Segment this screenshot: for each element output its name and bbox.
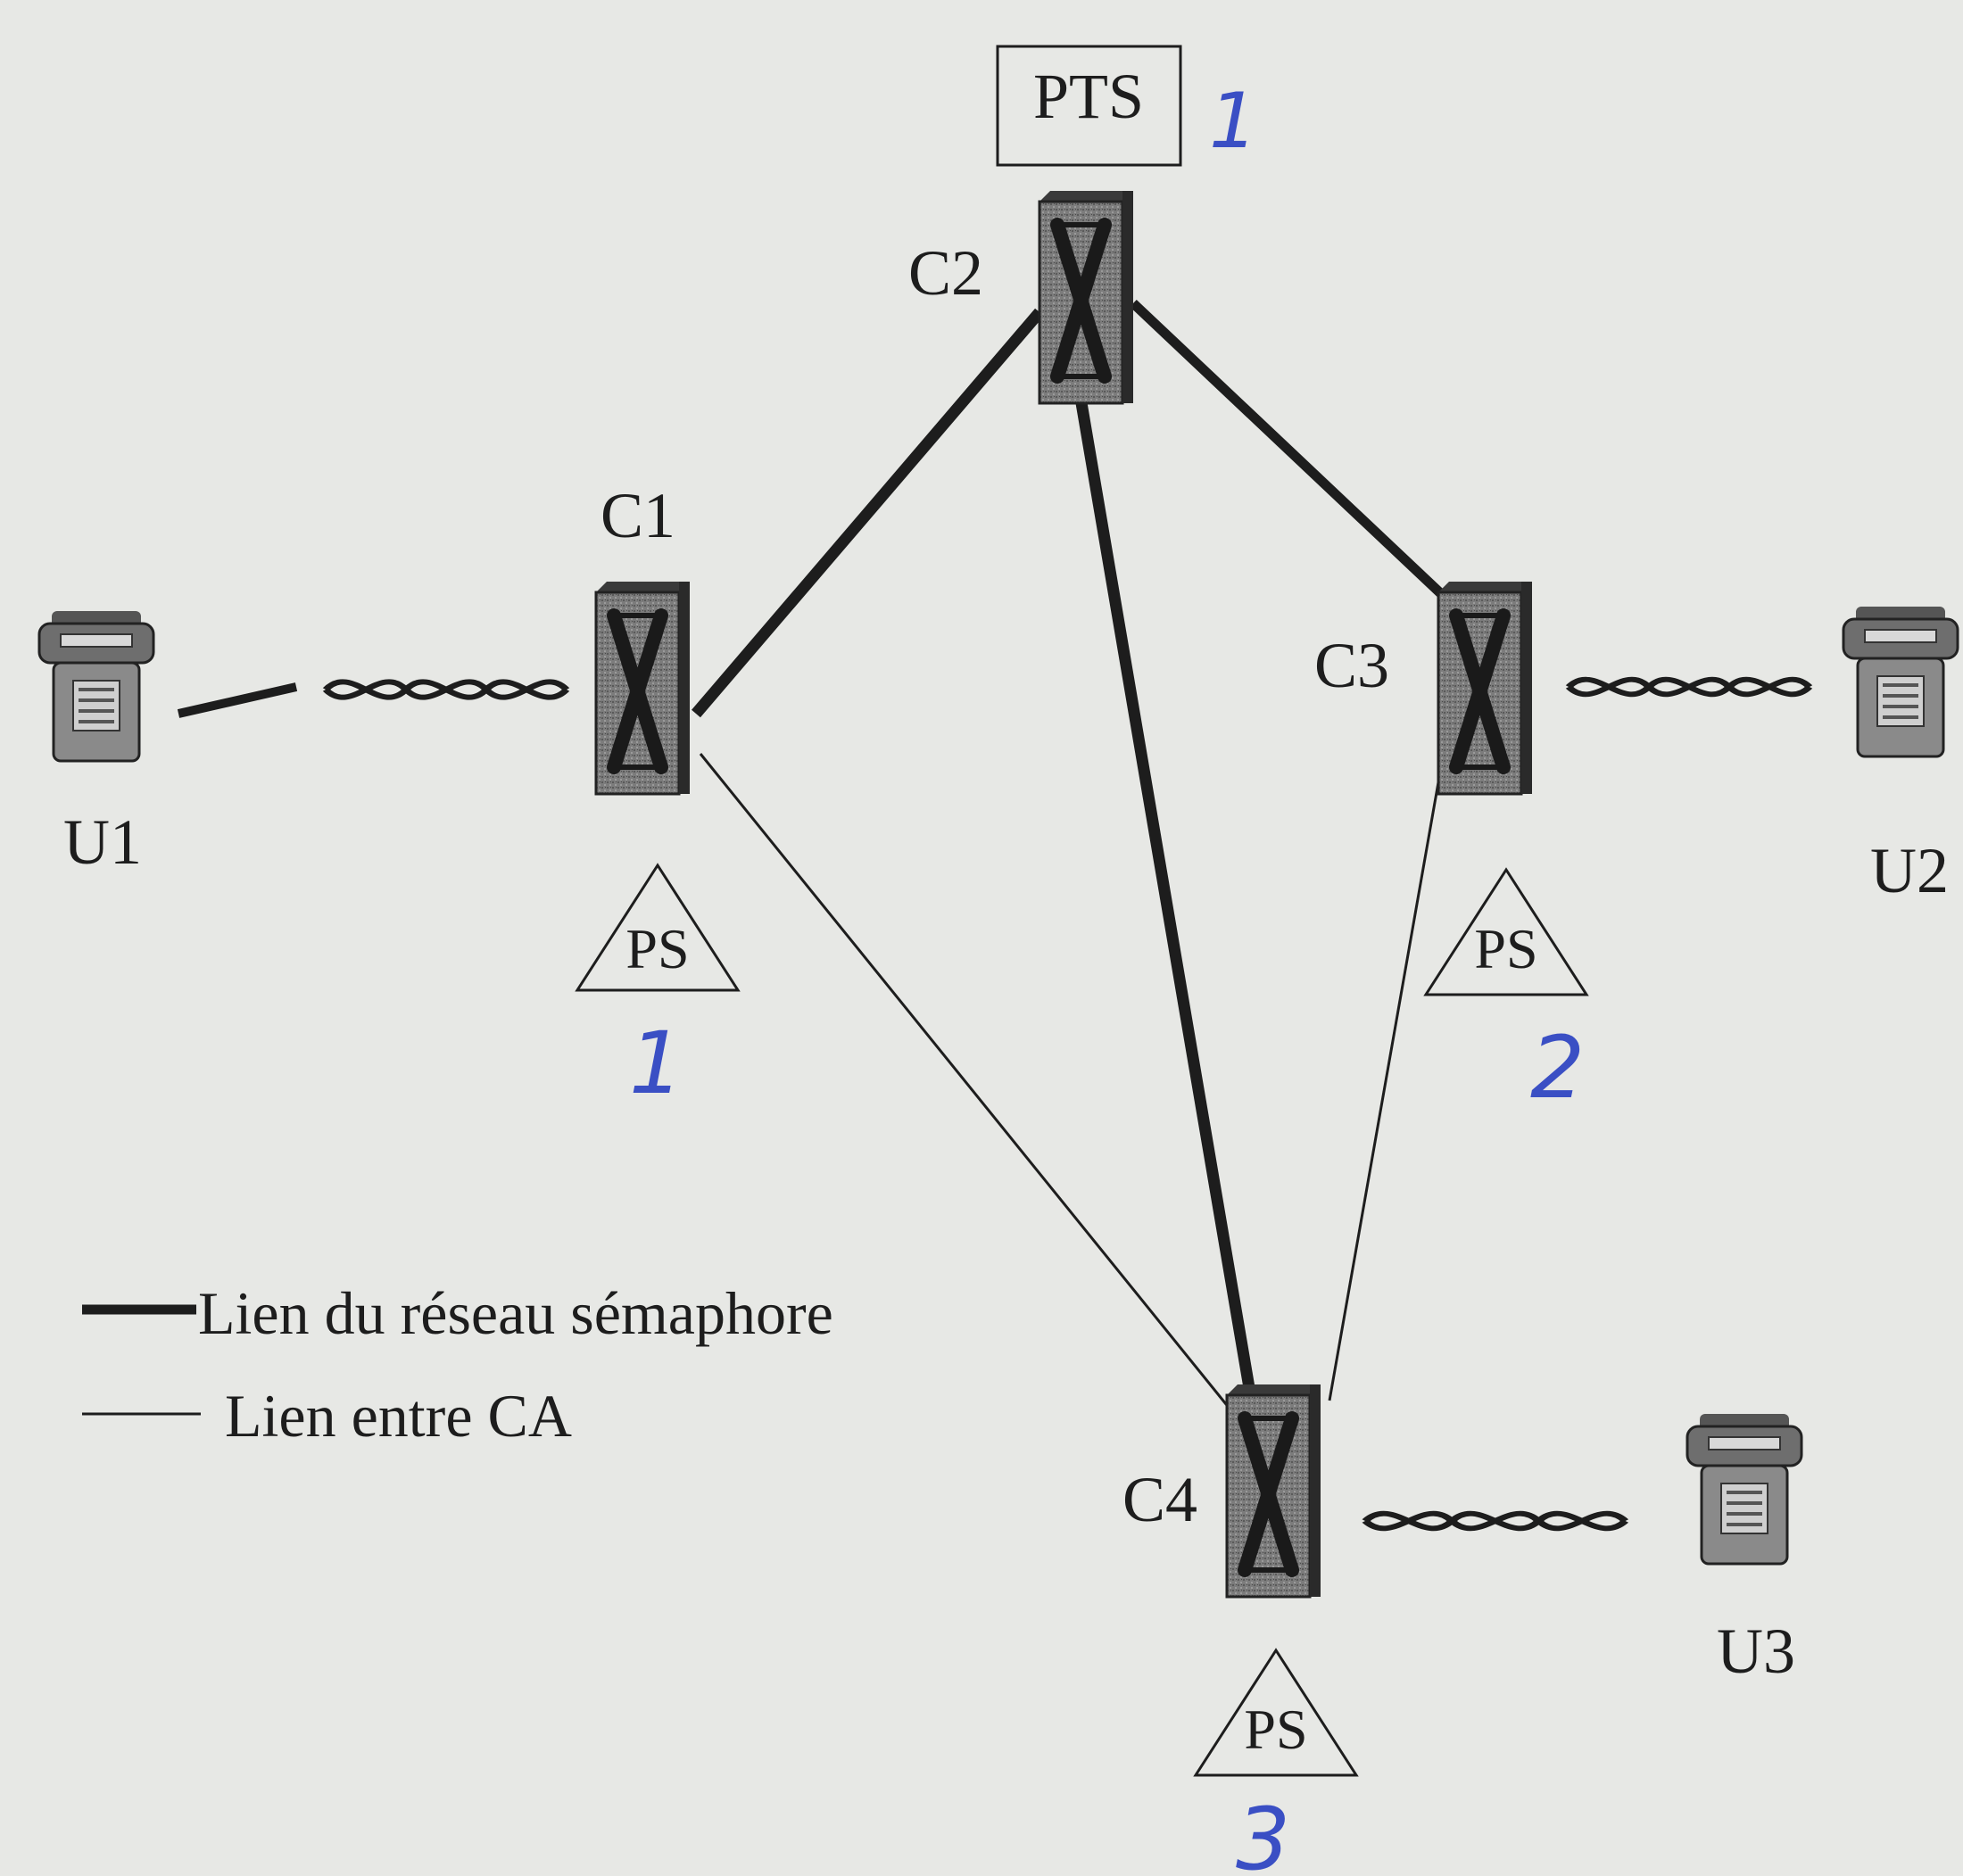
u3-twisted-pair [1365,1514,1626,1529]
phone-u2-icon [1842,605,1959,758]
switch-c2-icon [1039,191,1133,403]
node-label-c3: C3 [1314,630,1389,701]
ps-annotation-1: 1 [629,1013,683,1113]
user-label-u2: U2 [1870,835,1949,906]
phone-u3-icon [1686,1412,1803,1566]
pts-annotation: 1 [1209,77,1258,166]
semaphore-link-c1-c2 [692,308,1044,718]
semaphore-link-c2-c4 [1073,391,1260,1416]
legend: Lien du réseau sémaphore Lien entre CA [82,1279,833,1450]
user-label-u3: U3 [1717,1616,1795,1687]
semaphore-link-c2-c3 [1130,299,1454,607]
pts-label: PTS [1033,61,1144,132]
legend-semaphore-label: Lien du réseau sémaphore [198,1279,833,1347]
u1-line [177,682,298,718]
node-label-c1: C1 [600,480,675,551]
switch-c3-icon [1438,582,1532,794]
ps-annotation-3: 3 [1236,1789,1290,1876]
ps-label-3: PS [1244,1698,1307,1761]
ps-annotation-2: 2 [1530,1018,1585,1118]
u2-twisted-pair [1569,680,1810,695]
switch-c4-icon [1227,1384,1321,1597]
pts-box [996,45,1182,167]
node-label-c2: C2 [908,237,983,309]
switch-c1-icon [596,582,690,794]
node-label-c4: C4 [1122,1464,1197,1535]
user-label-u1: U1 [63,806,142,878]
ca-link-c1-c4 [699,753,1247,1428]
legend-ca-label: Lien entre CA [225,1382,572,1450]
ps-label-2: PS [1474,917,1537,980]
ps-label-1: PS [625,917,689,980]
links [177,299,1810,1529]
u1-twisted-pair [326,682,567,697]
phone-u1-icon [37,609,155,763]
ca-link-c3-c4 [1328,766,1443,1401]
